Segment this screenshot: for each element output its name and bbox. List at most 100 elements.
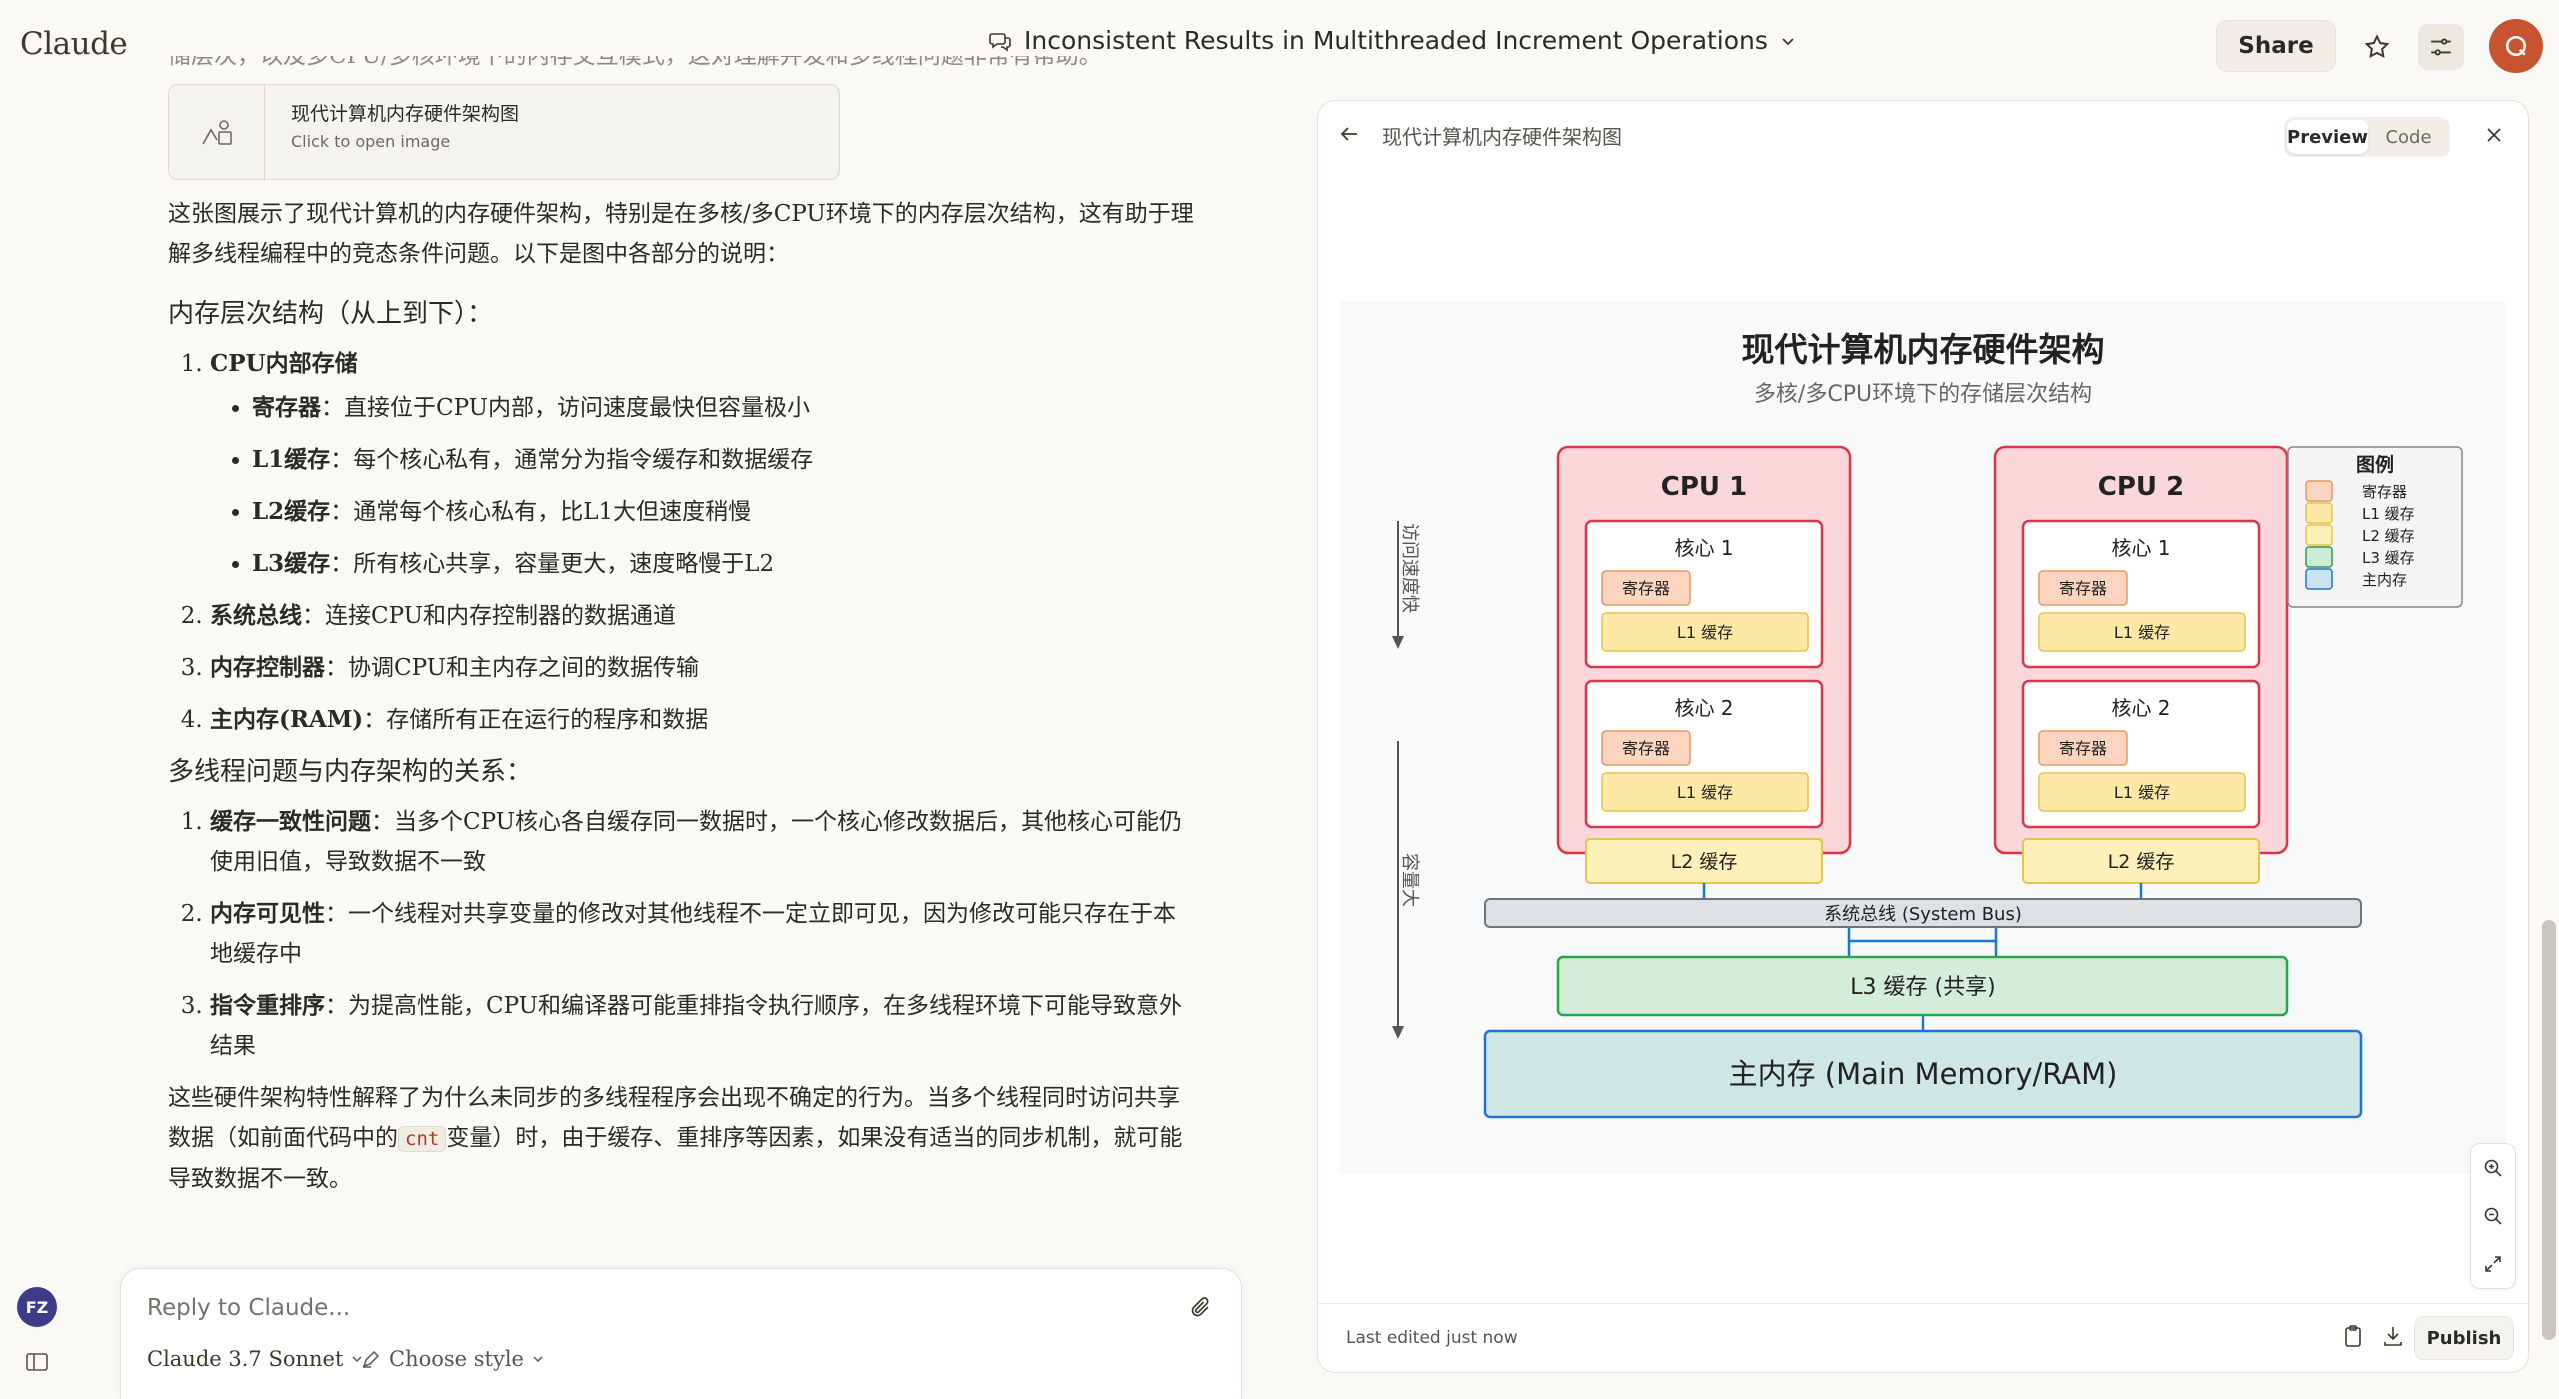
list-item: 缓存一致性问题：当多个CPU核心各自缓存同一数据时，一个核心修改数据后，其他核心…	[210, 802, 1198, 882]
speed-label: 访问速度快	[1399, 523, 1420, 613]
closing-text-before: 这些硬件架构特性解释了为什么未同步的多线程程序会出现不确定的行为。当多个线程同时…	[168, 1085, 1180, 1151]
core-label: 核心 1	[1674, 536, 1733, 560]
register-box	[2038, 570, 2128, 606]
claude-avatar[interactable]	[2489, 19, 2543, 73]
zoom-in-button[interactable]	[2471, 1144, 2515, 1192]
register-label: 寄存器	[1622, 579, 1670, 598]
close-icon	[2487, 128, 2501, 142]
list-item: 系统总线：连接CPU和内存控制器的数据通道	[210, 596, 1198, 636]
tab-code[interactable]: Code	[2385, 126, 2432, 148]
legend-label: L3 缓存	[2362, 549, 2415, 567]
diagram-title: 现代计算机内存硬件架构	[1742, 330, 2105, 369]
closing-text-after: 变量）时，由于缓存、重排序等因素，如果没有适当的同步机制，就可能导致数据不一致。	[168, 1125, 1183, 1192]
list-item-title: 内存可见性	[210, 900, 325, 927]
artifact-header: 现代计算机内存硬件架构图 Preview Code	[1318, 101, 2528, 171]
pen-icon	[362, 1350, 380, 1368]
paperclip-icon	[1191, 1297, 1209, 1317]
list-item-title: 系统总线	[210, 602, 302, 629]
list-item-text: ：所有核心共享，容量更大，速度略慢于L2	[330, 551, 775, 577]
system-bus-box	[1484, 898, 2362, 928]
download-button[interactable]	[2382, 1324, 2404, 1352]
style-selector[interactable]: Choose style	[361, 1347, 544, 1371]
section-heading-multithread: 多线程问题与内存架构的关系：	[168, 757, 533, 787]
publish-button[interactable]: Publish	[2414, 1316, 2514, 1360]
legend-label: 主内存	[2362, 571, 2407, 589]
core-label: 核心 2	[2111, 696, 2170, 720]
user-avatar[interactable]: FZ	[17, 1287, 57, 1327]
list-item-title: 内存控制器	[210, 654, 325, 681]
core-label: 核心 1	[2111, 536, 2170, 560]
list-item: L2缓存：通常每个核心私有，比L1大但速度稍慢	[252, 492, 1198, 532]
artifact-card-title: 现代计算机内存硬件架构图	[291, 103, 520, 125]
legend-label: L1 缓存	[2362, 505, 2415, 523]
cpu-1-label: CPU 1	[1661, 472, 1747, 502]
list-item: 主内存(RAM)：存储所有正在运行的程序和数据	[210, 700, 1198, 740]
list-item: 寄存器：直接位于CPU内部，访问速度最快但容量极小	[252, 388, 1198, 428]
register-label: 寄存器	[2059, 739, 2107, 758]
share-button[interactable]: Share	[2216, 20, 2336, 72]
register-box	[1601, 730, 1691, 766]
memory-architecture-diagram: 现代计算机内存硬件架构 多核/多CPU环境下的存储层次结构 访问速度快 容量大 …	[1392, 330, 2463, 1119]
model-name: Claude 3.7 Sonnet	[147, 1347, 344, 1371]
l1-label: L1 缓存	[1677, 783, 1733, 802]
star-icon	[2364, 34, 2390, 59]
artifact-card-subtitle: Click to open image	[291, 132, 451, 151]
list-item-text: ：一个线程对共享变量的修改对其他线程不一定立即可见，因为修改可能只存在于本地缓存…	[210, 901, 1176, 967]
system-bus-label: 系统总线 (System Bus)	[1824, 904, 2022, 925]
legend-swatch-l1	[2305, 502, 2333, 524]
close-panel-button[interactable]	[2484, 125, 2504, 149]
legend-swatch-ram	[2305, 568, 2333, 590]
conversation-title[interactable]: Inconsistent Results in Multithreaded In…	[988, 26, 1796, 55]
brand-logo[interactable]: Claude	[20, 26, 128, 62]
arrow-left-icon	[1340, 127, 1357, 141]
model-selector[interactable]: Claude 3.7 Sonnet	[147, 1347, 363, 1371]
tab-preview[interactable]: Preview	[2287, 120, 2369, 154]
capacity-arrowhead	[1392, 1026, 1404, 1039]
register-box	[2038, 730, 2128, 766]
sidebar-icon	[26, 1353, 48, 1371]
settings-button[interactable]	[2418, 24, 2464, 70]
chevron-down-icon	[533, 1356, 543, 1363]
fit-screen-button[interactable]	[2471, 1240, 2515, 1288]
list-item-title: L3缓存	[252, 550, 331, 577]
copy-button[interactable]	[2342, 1324, 2364, 1352]
l1-label: L1 缓存	[1677, 623, 1733, 642]
diagram-subtitle: 多核/多CPU环境下的存储层次结构	[1754, 382, 2092, 407]
section-heading-hierarchy: 内存层次结构（从上到下）：	[168, 299, 494, 329]
multithread-list: 缓存一致性问题：当多个CPU核心各自缓存同一数据时，一个核心修改数据后，其他核心…	[210, 802, 1198, 1066]
view-toggle: Preview Code	[2284, 117, 2450, 157]
chevron-down-icon	[1782, 37, 1794, 45]
download-icon	[2384, 1327, 2402, 1346]
list-item: 内存可见性：一个线程对共享变量的修改对其他线程不一定立即可见，因为修改可能只存在…	[210, 894, 1198, 974]
list-item: CPU内部存储 寄存器：直接位于CPU内部，访问速度最快但容量极小 L1缓存：每…	[210, 344, 1198, 584]
legend-label: 寄存器	[2362, 483, 2407, 501]
page-scrollbar[interactable]	[2542, 920, 2556, 1340]
cpu-storage-sublist: 寄存器：直接位于CPU内部，访问速度最快但容量极小 L1缓存：每个核心私有，通常…	[252, 388, 1198, 584]
sliders-icon	[2431, 38, 2451, 56]
artifact-panel: 现代计算机内存硬件架构图 Preview Code 现代计算机内存硬件架构 多核…	[1317, 100, 2529, 1373]
legend-label: L2 缓存	[2362, 527, 2415, 545]
zoom-out-button[interactable]	[2471, 1192, 2515, 1240]
style-label: Choose style	[389, 1347, 524, 1371]
closing-paragraph: 这些硬件架构特性解释了为什么未同步的多线程程序会出现不确定的行为。当多个线程同时…	[168, 1078, 1198, 1199]
list-item-title: 指令重排序	[210, 992, 325, 1019]
l1-cache-box	[1601, 772, 1809, 812]
main-memory-label: 主内存 (Main Memory/RAM)	[1729, 1057, 2118, 1091]
l1-label: L1 缓存	[2114, 623, 2170, 642]
chat-bubbles-icon	[989, 32, 1011, 52]
list-item-title: L1缓存	[252, 446, 331, 473]
intro-paragraph: 这张图展示了现代计算机的内存硬件架构，特别是在多核/多CPU环境下的内存层次结构…	[168, 201, 1194, 267]
register-label: 寄存器	[1622, 739, 1670, 758]
back-button[interactable]	[1338, 123, 1360, 149]
reply-input[interactable]: Reply to Claude...	[147, 1295, 351, 1321]
zoom-out-icon	[2484, 1207, 2502, 1225]
attach-button[interactable]	[1189, 1295, 1213, 1325]
list-item-title: CPU内部存储	[210, 350, 358, 377]
star-button[interactable]	[2354, 24, 2400, 70]
zoom-in-icon	[2484, 1159, 2502, 1177]
list-item-text: ：协调CPU和主内存之间的数据传输	[325, 655, 700, 681]
artifact-card[interactable]: 现代计算机内存硬件架构图 Click to open image	[168, 84, 840, 181]
sidebar-toggle[interactable]	[26, 1352, 48, 1376]
last-edited-text: Last edited just now	[1346, 1328, 1518, 1348]
list-item-text: ：每个核心私有，通常分为指令缓存和数据缓存	[330, 447, 814, 473]
